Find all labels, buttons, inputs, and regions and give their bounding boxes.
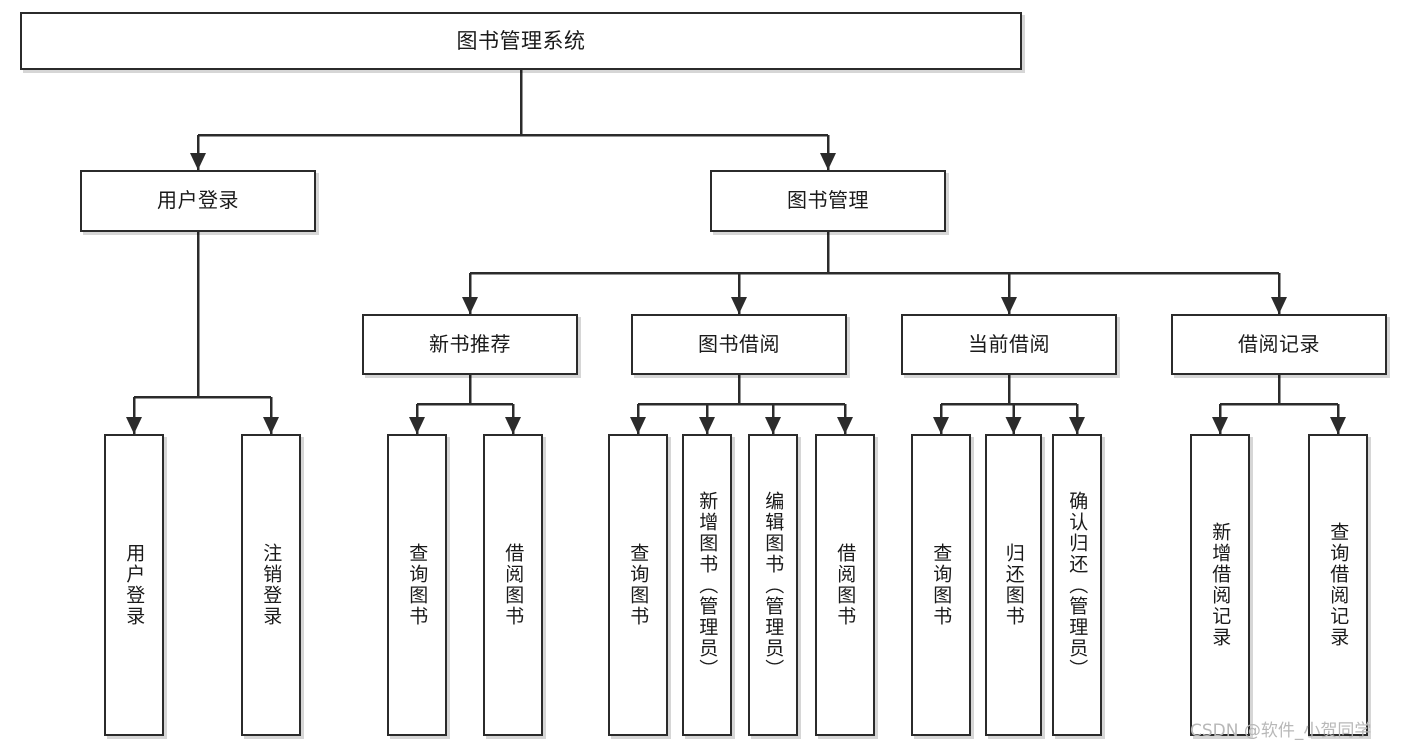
node-leaf-query-book-2[interactable]: 查询图书 xyxy=(608,434,668,736)
c-book-manage-arrow-book-borrow xyxy=(731,297,747,314)
node-current-borrow[interactable]: 当前借阅 xyxy=(901,314,1117,375)
node-label-leaf-user-logout: 注销登录 xyxy=(260,543,283,627)
node-label-user-login: 用户登录 xyxy=(157,188,239,213)
c-root-arrow-book-manage xyxy=(820,153,836,170)
c-current-borrow-arrow-leaf-return-book xyxy=(1005,417,1022,434)
node-label-new-book-rec: 新书推荐 xyxy=(429,331,511,356)
node-leaf-add-borrow-record[interactable]: 新增借阅记录 xyxy=(1190,434,1250,736)
c-user-login-arrow-leaf-user-logout xyxy=(263,417,279,434)
c-book-manage-arrow-new-book-rec xyxy=(462,297,478,314)
c-current-borrow-arrow-leaf-query-book-3 xyxy=(933,417,949,434)
node-new-book-rec[interactable]: 新书推荐 xyxy=(362,314,578,375)
node-root[interactable]: 图书管理系统 xyxy=(20,12,1022,70)
node-label-leaf-query-borrow-record: 查询借阅记录 xyxy=(1327,522,1350,648)
node-label-leaf-return-book: 归还图书 xyxy=(1002,543,1025,627)
c-book-manage-arrow-current-borrow xyxy=(1001,297,1017,314)
c-book-borrow-arrow-leaf-query-book-2 xyxy=(630,417,646,434)
node-label-book-manage: 图书管理 xyxy=(787,188,869,213)
node-label-leaf-borrow-book-1: 借阅图书 xyxy=(502,543,525,627)
node-leaf-user-login[interactable]: 用户登录 xyxy=(104,434,164,736)
node-leaf-edit-book-admin[interactable]: 编辑图书（管理员） xyxy=(748,434,798,736)
node-leaf-return-book[interactable]: 归还图书 xyxy=(985,434,1042,736)
c-borrow-record-arrow-leaf-add-borrow-record xyxy=(1212,417,1228,434)
node-label-leaf-edit-book-admin: 编辑图书（管理员） xyxy=(762,490,785,680)
c-root-arrow-user-login xyxy=(190,153,206,170)
node-leaf-query-borrow-record[interactable]: 查询借阅记录 xyxy=(1308,434,1368,736)
c-book-borrow-arrow-leaf-edit-book-admin xyxy=(765,417,781,434)
c-borrow-record-arrow-leaf-query-borrow-record xyxy=(1330,417,1346,434)
node-label-borrow-record: 借阅记录 xyxy=(1238,331,1320,356)
node-label-leaf-add-book-admin: 新增图书（管理员） xyxy=(696,490,719,680)
node-label-leaf-query-book-2: 查询图书 xyxy=(627,543,650,627)
c-new-book-rec-arrow-leaf-query-book-1 xyxy=(409,417,425,434)
node-label-book-borrow: 图书借阅 xyxy=(698,331,780,356)
c-current-borrow-arrow-leaf-confirm-return-admin xyxy=(1069,417,1085,434)
c-user-login-arrow-leaf-user-login xyxy=(126,417,142,434)
c-book-manage-arrow-borrow-record xyxy=(1271,297,1287,314)
node-book-manage[interactable]: 图书管理 xyxy=(710,170,946,232)
node-label-leaf-confirm-return-admin: 确认归还（管理员） xyxy=(1066,490,1089,680)
node-label-current-borrow: 当前借阅 xyxy=(968,331,1050,356)
node-label-leaf-query-book-3: 查询图书 xyxy=(930,543,953,627)
c-book-borrow-arrow-leaf-add-book-admin xyxy=(699,417,715,434)
node-leaf-borrow-book-1[interactable]: 借阅图书 xyxy=(483,434,543,736)
node-label-root: 图书管理系统 xyxy=(456,28,586,53)
c-new-book-rec-arrow-leaf-borrow-book-1 xyxy=(505,417,521,434)
node-book-borrow[interactable]: 图书借阅 xyxy=(631,314,847,375)
node-leaf-user-logout[interactable]: 注销登录 xyxy=(241,434,301,736)
node-leaf-borrow-book-2[interactable]: 借阅图书 xyxy=(815,434,875,736)
node-leaf-confirm-return-admin[interactable]: 确认归还（管理员） xyxy=(1052,434,1102,736)
node-label-leaf-query-book-1: 查询图书 xyxy=(406,543,429,627)
node-leaf-add-book-admin[interactable]: 新增图书（管理员） xyxy=(682,434,732,736)
node-label-leaf-add-borrow-record: 新增借阅记录 xyxy=(1209,522,1232,648)
node-borrow-record[interactable]: 借阅记录 xyxy=(1171,314,1387,375)
node-label-leaf-user-login: 用户登录 xyxy=(123,543,146,627)
node-user-login[interactable]: 用户登录 xyxy=(80,170,316,232)
node-leaf-query-book-3[interactable]: 查询图书 xyxy=(911,434,971,736)
node-leaf-query-book-1[interactable]: 查询图书 xyxy=(387,434,447,736)
node-label-leaf-borrow-book-2: 借阅图书 xyxy=(834,543,857,627)
c-book-borrow-arrow-leaf-borrow-book-2 xyxy=(837,417,853,434)
